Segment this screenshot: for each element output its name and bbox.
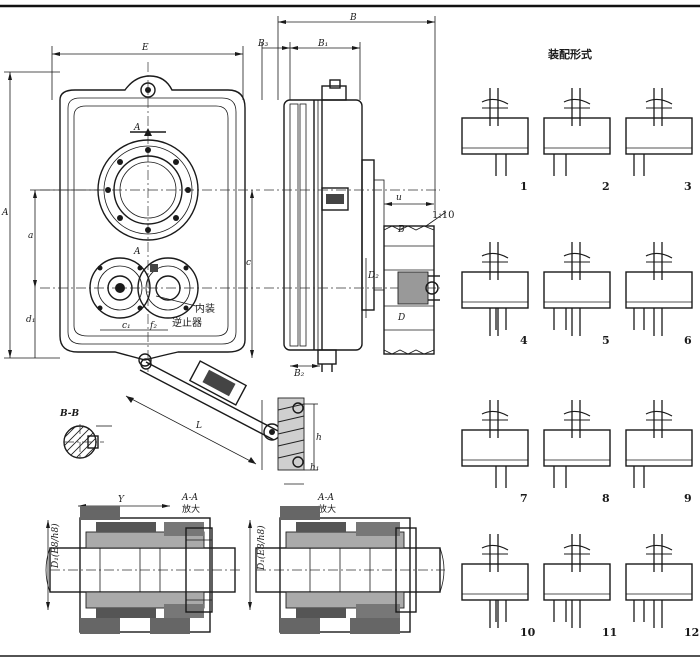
turnbuckle [188,360,248,406]
assembly-variant-number: 9 [684,492,692,505]
oil-sight-window [321,187,349,211]
dim-e-label: E [141,43,149,53]
torque-arm-assembly: L h h₁ [125,358,322,485]
dim-f2-label: f₂ [149,321,157,331]
dim-small-a-label: a [28,231,33,241]
dim-c-label: c [246,258,251,268]
section-bb-label: B-B [59,409,80,419]
assembly-variant-1: 1 [461,88,529,193]
assembly-variant-number: 6 [684,334,692,347]
assembly-variant-number: 12 [684,626,699,639]
dim-d1-label: d₁ [26,315,35,325]
assembly-variant-number: 7 [520,492,528,505]
assembly-variant-number: 4 [520,334,528,347]
assembly-variant-10: 10 [461,534,536,639]
dim-h1-label: h₁ [310,463,319,473]
hub-left [79,517,211,633]
assembly-variant-2: 2 [543,88,611,193]
assembly-variant-number: 10 [520,626,536,639]
taper-ratio-label: 1:10 [432,210,454,221]
section-a-marker-bottom: A [133,247,141,257]
dim-b1-label: B₁ [317,39,328,49]
gearbox-housing-outline [59,75,246,361]
lower-right-bearing [137,257,199,319]
shaft-section-left: D₁(E8/h8) A-A 放大 Y [45,493,240,634]
assembly-variant-3: 3 [625,88,693,193]
shaft-section-right: D₁(E8/h8) A-A 放大 [248,493,445,634]
dim-h-label: h [316,433,322,443]
dim-d2-label: D₂ [367,271,379,281]
assembly-variant-9: 9 [625,400,693,505]
section-aa-right-label: A-A [317,493,335,503]
bore-fit-label-left: D₁(E8/h8) [50,523,61,569]
section-aa-right-note: 放大 [318,503,336,515]
assembly-variant-4: 4 [461,242,529,347]
side-view: B B₃ B₁ [257,13,454,379]
inner-mount-label: 内装 [195,302,215,315]
assembly-variant-11: 11 [543,534,617,639]
dim-u-label: u [396,193,402,203]
dim-b3-label: B₃ [257,39,269,49]
assembly-variant-number: 1 [520,180,528,193]
view-b-label: B [397,225,405,235]
section-aa-left-label: A-A [181,493,199,503]
dim-b-label: B [349,13,357,23]
assembly-variant-7: 7 [461,400,529,505]
dim-a-label: A [1,208,9,218]
dim-b2-label: B₂ [293,369,305,379]
assembly-variant-number: 5 [602,334,610,347]
section-aa-left-note: 放大 [182,503,200,515]
assembly-variant-number: 3 [684,180,692,193]
assembly-variant-12: 12 [625,534,699,639]
hub-right [279,517,411,633]
upper-bearing-outer [97,139,199,241]
front-view: E A a d₁ [1,43,260,372]
assembly-forms-title: 装配形式 [547,47,592,61]
dim-l-label: L [195,421,202,431]
assembly-variant-number: 2 [602,180,610,193]
lower-left-bearing [89,257,151,319]
assembly-variant-number: 11 [602,626,617,639]
backstop-label: 逆止器 [172,316,202,329]
view-d-label: D [397,313,405,323]
assembly-variant-8: 8 [543,400,611,505]
dim-c1-label: c₁ [122,321,131,331]
gearbox-housing-inner [67,97,237,345]
v-belt-pulley [383,225,435,355]
assembly-variant-6: 6 [625,242,693,347]
assembly-variant-5: 5 [543,242,611,347]
side-housing [283,99,363,351]
section-b-b: B-B [59,409,112,460]
assembly-variant-number: 8 [602,492,610,505]
dim-y-label: Y [118,495,125,505]
section-a-marker-top: A [133,123,141,133]
